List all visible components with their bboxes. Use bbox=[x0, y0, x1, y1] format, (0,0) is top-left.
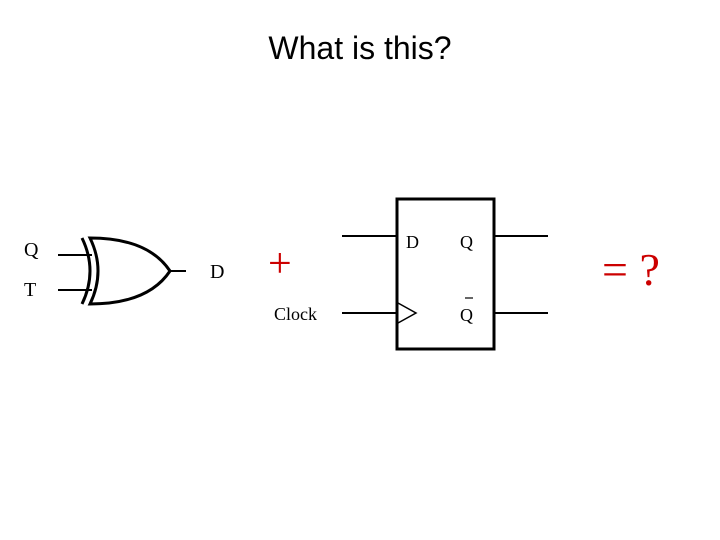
clock-label: Clock bbox=[274, 304, 317, 324]
clock-triangle-icon bbox=[397, 302, 418, 324]
xor-input-t-label: T bbox=[24, 279, 36, 301]
xor-extra-arc bbox=[80, 237, 92, 305]
xor-gate-body bbox=[87, 236, 172, 306]
d-flip-flop: D Q Q bbox=[342, 197, 548, 351]
slide-title: What is this? bbox=[268, 30, 452, 66]
flip-flop-q-bar-pin: Q bbox=[460, 305, 473, 325]
xor-input-q-label: Q bbox=[24, 239, 39, 261]
flip-flop-d-pin: D bbox=[406, 232, 419, 252]
equals-question-operator: = ? bbox=[602, 244, 660, 295]
plus-operator: + bbox=[268, 241, 292, 287]
flip-flop-box bbox=[395, 197, 496, 351]
xor-gate: Q T D bbox=[24, 236, 224, 306]
xor-output-d-label: D bbox=[210, 261, 224, 283]
flip-flop-q-pin: Q bbox=[460, 232, 473, 252]
